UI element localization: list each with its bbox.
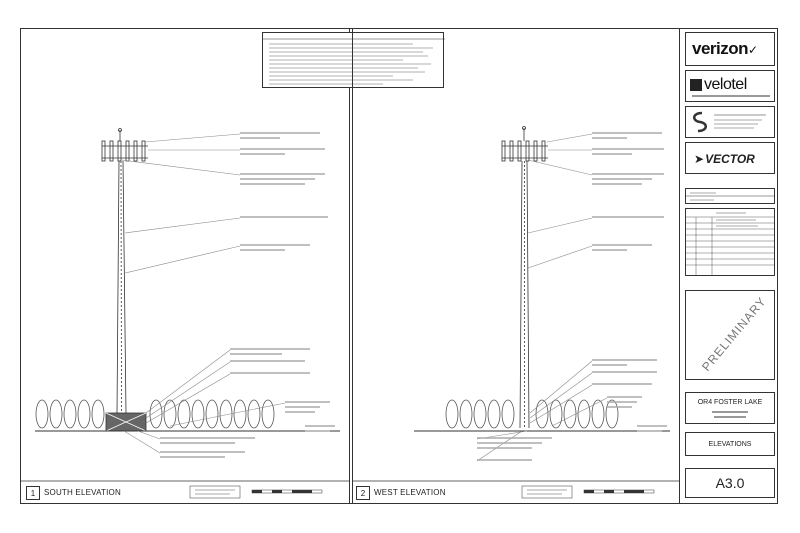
tree-line [35, 399, 275, 429]
project-name-box: OR4 FOSTER LAKE [685, 392, 775, 424]
preliminary-watermark: PRELIMINARY [699, 294, 770, 374]
verizon-logo: verizon [692, 39, 749, 58]
view-number-1: 1 [26, 486, 40, 500]
drawn-by-box [685, 188, 775, 204]
project-name: OR4 FOSTER LAKE [697, 399, 763, 406]
vector-logo: VECTOR [705, 152, 755, 166]
view-number-2: 2 [356, 486, 370, 500]
sheet-title-box: ELEVATIONS [685, 432, 775, 456]
south-elevation-panel [20, 28, 350, 504]
south-elevation-drawing [20, 128, 350, 499]
callout-leaders [476, 133, 608, 462]
equipment-compound [105, 412, 147, 432]
notes-lines [263, 38, 445, 85]
view-title-west: WEST ELEVATION [374, 488, 446, 497]
west-elevation-panel [352, 28, 680, 504]
monopole [519, 160, 530, 429]
callout-text-lines [160, 132, 335, 458]
general-notes-box [262, 32, 445, 88]
vector-arrow-icon: ➤ [694, 152, 705, 166]
velotel-square-icon [690, 79, 702, 91]
velotel-logo: velotel [704, 76, 747, 93]
sheet-title: ELEVATIONS [708, 441, 752, 448]
sheet-number-box: A3.0 [685, 468, 775, 498]
preliminary-stamp-box: PRELIMINARY [685, 290, 775, 380]
tree-line [445, 399, 619, 429]
engineer-logo-box [685, 106, 775, 138]
antenna-array [501, 126, 548, 162]
s-logo-icon [693, 111, 766, 133]
callout-leaders [121, 133, 286, 454]
west-elevation-drawing [352, 126, 680, 499]
title-block: verizon✓ velotel ➤ VECTOR [682, 28, 778, 504]
antenna-array [101, 128, 148, 162]
view-title-south: SOUTH ELEVATION [44, 488, 121, 497]
monopole [116, 160, 127, 414]
callout-text-lines [477, 132, 667, 461]
scale-bar [189, 485, 323, 499]
verizon-check-icon: ✓ [748, 43, 759, 57]
sheet-number: A3.0 [715, 475, 745, 491]
revision-table [685, 208, 775, 276]
vector-logo-box: ➤ VECTOR [685, 142, 775, 174]
scale-bar [521, 485, 655, 499]
velotel-logo-box: velotel [685, 70, 775, 102]
verizon-logo-box: verizon✓ [685, 32, 775, 66]
